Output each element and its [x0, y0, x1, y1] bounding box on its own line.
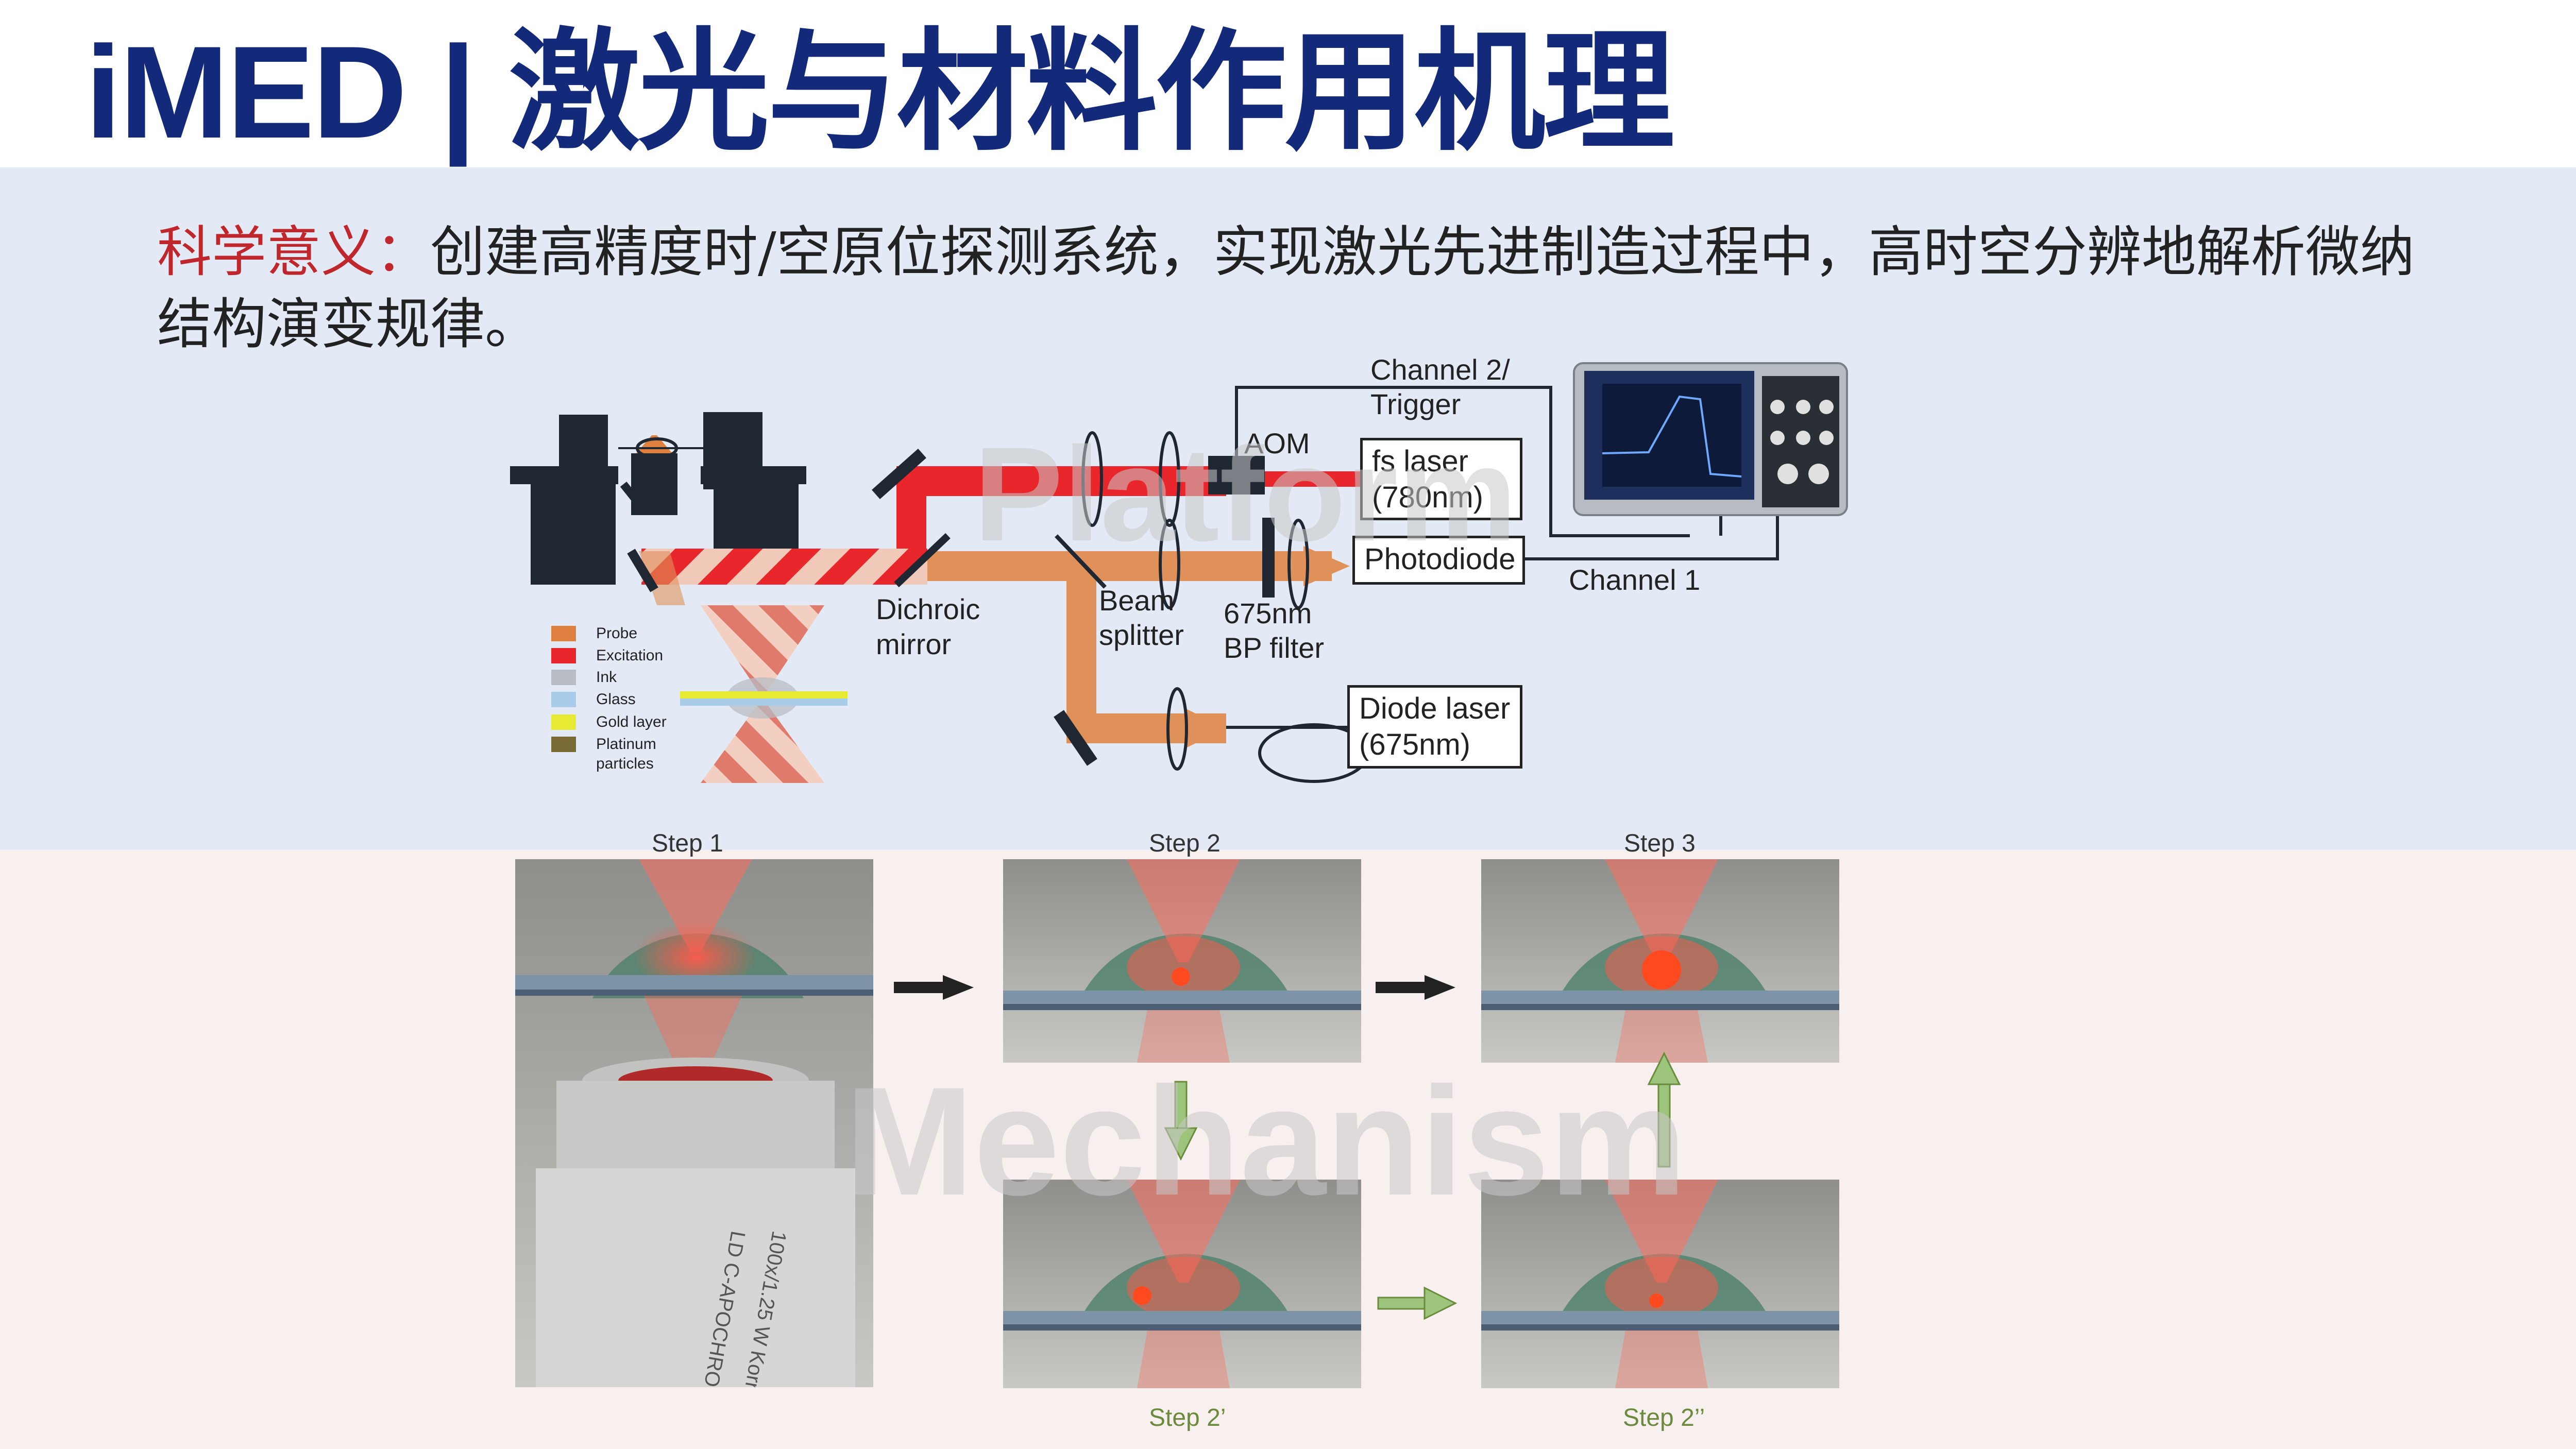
- aom-block: [1208, 456, 1265, 495]
- beam-splitter-label-2: splitter: [1099, 619, 1184, 651]
- step1-panel: 100x/1.25 W Korr UV-VIS-IR LD C-APOCHROM…: [515, 859, 873, 1387]
- arrow-step2-to-step3: [1376, 975, 1455, 1000]
- beam-splitter-label-1: Beam: [1099, 584, 1175, 617]
- trigger-label: Trigger: [1370, 388, 1461, 420]
- step3-label: Step 3: [1624, 830, 1696, 857]
- fs-laser-label: fs laser: [1372, 445, 1468, 478]
- microscope-stage: [510, 412, 806, 585]
- step3-panel: [1481, 859, 1839, 1063]
- step2p-scene: [1003, 1180, 1361, 1388]
- mechanism-watermark: Mechanism: [845, 1054, 1687, 1228]
- significance-text: 创建高精度时/空原位探测系统，实现激光先进制造过程中，高时空分辨地解析微纳结构演…: [157, 220, 2415, 356]
- photodiode-label: Photodiode: [1364, 542, 1516, 576]
- mirrors: [620, 449, 1107, 766]
- diode-laser-label: Diode laser: [1359, 692, 1511, 725]
- bp-filter-label-1: 675nm: [1224, 597, 1312, 629]
- channel1-label: Channel 1: [1569, 564, 1701, 596]
- diode-laser-box: Diode laser (675nm): [1347, 685, 1522, 769]
- mechanism-diagram: Step 1 Step 2 Step 3 100x/1.25 W Korr UV…: [0, 824, 2576, 1449]
- legend-swatch-glass: [551, 692, 576, 707]
- arrow-step2-down: [1164, 1081, 1198, 1161]
- legend-label-glass: Glass: [596, 691, 636, 708]
- legend-label-excitation: Excitation: [596, 647, 664, 664]
- aom-label: AOM: [1244, 427, 1310, 459]
- setup-diagram: Channel 2/ Trigger AOM fs laser (780nm) …: [510, 353, 1848, 783]
- page-title: iMED | 激光与材料作用机理: [85, 19, 1675, 166]
- legend-swatch-gold: [551, 714, 576, 730]
- legend: Probe Excitation Ink Glass Gold layer Pl…: [551, 623, 706, 778]
- step1-label: Step 1: [652, 830, 723, 857]
- step-arrows: [894, 975, 1681, 1320]
- photodiode-box: Photodiode: [1352, 536, 1525, 585]
- setup-drawing: [510, 362, 1848, 783]
- platform-band: [0, 167, 2576, 850]
- legend-swatch-ink: [551, 670, 576, 685]
- legend-swatch-platinum: [551, 737, 576, 752]
- dichroic-label-1: Dichroic: [876, 593, 980, 625]
- significance-paragraph: 科学意义：创建高精度时/空原位探测系统，实现激光先进制造过程中，高时空分辨地解析…: [157, 216, 2450, 361]
- fs-laser-wavelength: (780nm): [1372, 481, 1483, 514]
- step2-panel: [1003, 859, 1361, 1063]
- step2-label: Step 2: [1149, 830, 1221, 857]
- step2pp-label: Step 2’’: [1623, 1404, 1705, 1431]
- legend-label-platinum: Platinum: [596, 736, 656, 753]
- legend-label-particles: particles: [596, 755, 654, 772]
- fs-laser-box: fs laser (780nm): [1360, 438, 1522, 520]
- step1-scene: 100x/1.25 W Korr UV-VIS-IR LD C-APOCHROM…: [515, 859, 873, 1387]
- lenses: [1081, 431, 1309, 771]
- arrow-step1-to-step2: [894, 975, 974, 1000]
- step2-scene: [1003, 859, 1361, 1063]
- channel2-label: Channel 2/: [1370, 353, 1510, 386]
- step2p-panel: [1003, 1180, 1361, 1388]
- arrow-step2p-to-step2pp: [1377, 1286, 1458, 1320]
- sample-focus: [680, 605, 848, 783]
- fiber-coil: [1226, 723, 1369, 783]
- significance-lead: 科学意义：: [157, 220, 430, 284]
- arrow-step2pp-up: [1647, 1051, 1681, 1168]
- dichroic-label-2: mirror: [876, 628, 952, 660]
- legend-label-probe: Probe: [596, 625, 638, 642]
- legend-swatch-probe: [551, 626, 576, 641]
- legend-label-gold: Gold layer: [596, 713, 667, 730]
- bp-filter-label-2: BP filter: [1224, 632, 1325, 664]
- legend-label-ink: Ink: [596, 669, 617, 686]
- step2pp-panel: [1481, 1180, 1839, 1388]
- step3-scene: [1481, 859, 1839, 1063]
- step2p-label: Step 2’: [1149, 1404, 1226, 1431]
- oscilloscope: [1573, 362, 1848, 516]
- platform-watermark: Platform: [974, 420, 1517, 569]
- bp-filter-element: [1262, 518, 1275, 598]
- diode-laser-wavelength: (675nm): [1359, 728, 1470, 761]
- step2pp-scene: [1481, 1180, 1839, 1388]
- legend-swatch-excitation: [551, 648, 576, 663]
